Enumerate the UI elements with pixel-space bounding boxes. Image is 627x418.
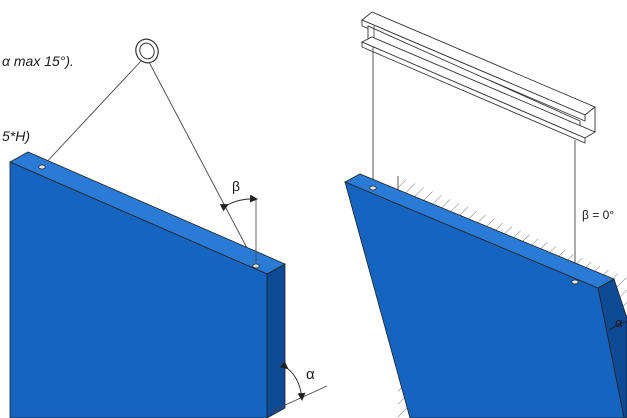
beta-arc (219, 194, 258, 212)
alpha-label-right: α (615, 315, 623, 330)
lifting-ring-icon (135, 38, 159, 64)
spreader-beam-icon (360, 11, 596, 144)
anchor-point-icon (571, 279, 579, 285)
beta-label: β (232, 178, 240, 194)
note-angle-text: α max 15°). (2, 53, 74, 69)
alpha-arc-right (609, 321, 627, 331)
anchor-point-icon (252, 263, 260, 269)
left-figure: α max 15°). 5*H) β α (2, 38, 328, 418)
note-height-text: 5*H) (2, 128, 30, 144)
anchor-point-icon (38, 164, 46, 170)
right-figure: β = 0° α (344, 11, 627, 418)
beta-zero-label: β = 0° (582, 208, 614, 222)
alpha-arc (279, 361, 306, 401)
anchor-point-icon (369, 185, 377, 191)
sling-right (148, 61, 257, 266)
panel-left (9, 151, 286, 418)
alpha-label: α (306, 366, 315, 383)
sling-left (41, 60, 142, 168)
panel-right (344, 173, 627, 418)
